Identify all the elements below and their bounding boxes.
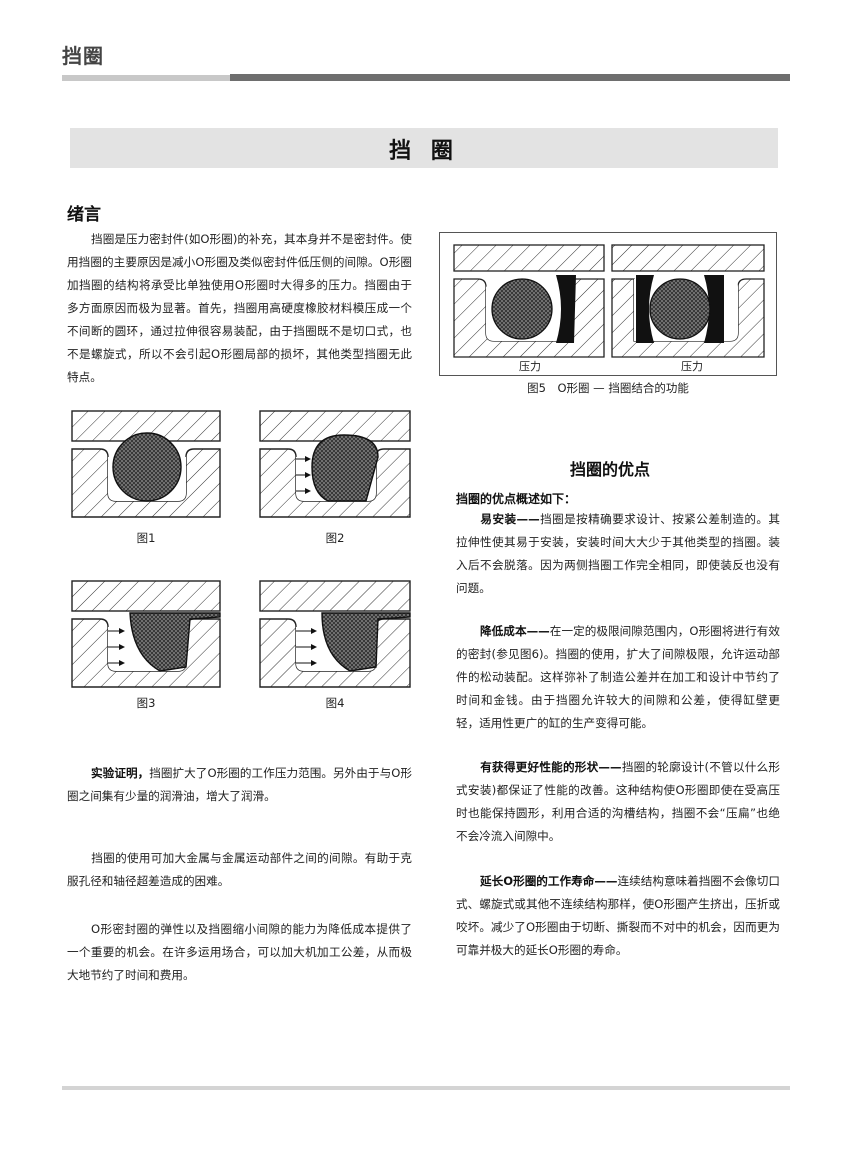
- intro-paragraph: 挡圈是压力密封件(如O形圈)的补充，其本身并不是密封件。使用挡圈的主要原因是减小…: [67, 228, 412, 389]
- cost-paragraph: O形密封圈的弹性以及挡圈缩小间隙的能力为降低成本提供了一个重要的机会。在许多运用…: [67, 918, 412, 987]
- figure-5: 压力 压力: [453, 244, 765, 373]
- figure-3-caption: 图3: [136, 696, 156, 710]
- intro-text: 挡圈是压力密封件(如O形圈)的补充，其本身并不是密封件。使用挡圈的主要原因是减小…: [67, 232, 412, 384]
- cost-text: O形密封圈的弹性以及挡圈缩小间隙的能力为降低成本提供了一个重要的机会。在许多运用…: [67, 922, 412, 982]
- figure-3: [71, 580, 221, 688]
- figure-4-caption: 图4: [325, 696, 345, 710]
- advantage-lead: 降低成本——: [480, 624, 550, 638]
- footer-rule: [62, 1086, 790, 1090]
- figure-4: [259, 580, 411, 688]
- advantages-heading: 挡圈的优点: [569, 460, 650, 479]
- figure-2: [259, 410, 411, 518]
- advantage-text: 挡圈的轮廓设计(不管以什么形式安装)都保证了性能的改善。这种结构使O形圈即使在受…: [456, 760, 780, 843]
- figure-5-caption: 图5 O形圈 — 挡圈结合的功能: [527, 381, 689, 395]
- advantage-easy-install: 易安装——挡圈是按精确要求设计、按紧公差制造的。其拉伸性使其易于安装，安装时间大…: [456, 508, 780, 600]
- figure-1-caption: 图1: [136, 531, 156, 545]
- advantage-lead: 易安装——: [480, 512, 540, 526]
- experiment-text: 挡圈扩大了O形圈的工作压力范围。另外由于与O形圈之间集有少量的润滑油，增大了润滑…: [67, 766, 412, 803]
- header-rule-light: [62, 75, 230, 81]
- header-title: 挡圈: [62, 44, 104, 68]
- advantage-longer-life: 延长O形圈的工作寿命——连续结构意味着挡圈不会像切口式、螺旋式或其他不连续结构那…: [456, 870, 780, 962]
- advantages-subheading: 挡圈的优点概述如下：: [456, 492, 577, 506]
- advantage-lead: 延长O形圈的工作寿命——: [480, 874, 618, 888]
- advantage-text: 在一定的极限间隙范围内，O形圈将进行有效的密封(参见图6)。挡圈的使用，扩大了间…: [456, 624, 780, 730]
- figure-5-frame: 压力 压力: [439, 232, 777, 376]
- figure-5-left-label: 压力: [519, 360, 541, 373]
- advantage-text: 挡圈是按精确要求设计、按紧公差制造的。其拉伸性使其易于安装，安装时间大大少于其他…: [456, 512, 780, 595]
- figure-2-caption: 图2: [325, 531, 345, 545]
- title-band: [70, 128, 778, 168]
- header-rule-dark: [230, 74, 790, 81]
- clearance-text: 挡圈的使用可加大金属与金属运动部件之间的间隙。有助于克服孔径和轴径超差造成的困难…: [67, 851, 412, 888]
- page-title: 挡 圈: [389, 139, 459, 164]
- figure-5-left: 压力: [453, 244, 605, 373]
- advantage-better-shape: 有获得更好性能的形状——挡圈的轮廓设计(不管以什么形式安装)都保证了性能的改善。…: [456, 756, 780, 848]
- advantage-text: 连续结构意味着挡圈不会像切口式、螺旋式或其他不连续结构那样，使O形圈产生挤出，压…: [456, 874, 780, 957]
- figure-5-right: 压力: [611, 244, 765, 373]
- figures-1-4: [71, 410, 411, 688]
- intro-heading: 绪言: [67, 205, 101, 225]
- figure-5-right-label: 压力: [681, 360, 703, 373]
- advantage-lower-cost: 降低成本——在一定的极限间隙范围内，O形圈将进行有效的密封(参见图6)。挡圈的使…: [456, 620, 780, 735]
- clearance-paragraph: 挡圈的使用可加大金属与金属运动部件之间的间隙。有助于克服孔径和轴径超差造成的困难…: [67, 847, 412, 893]
- advantage-lead: 有获得更好性能的形状——: [480, 760, 622, 774]
- figure-1: [71, 410, 221, 518]
- experiment-paragraph: 实验证明，挡圈扩大了O形圈的工作压力范围。另外由于与O形圈之间集有少量的润滑油，…: [67, 762, 412, 808]
- experiment-lead: 实验证明，: [91, 766, 150, 780]
